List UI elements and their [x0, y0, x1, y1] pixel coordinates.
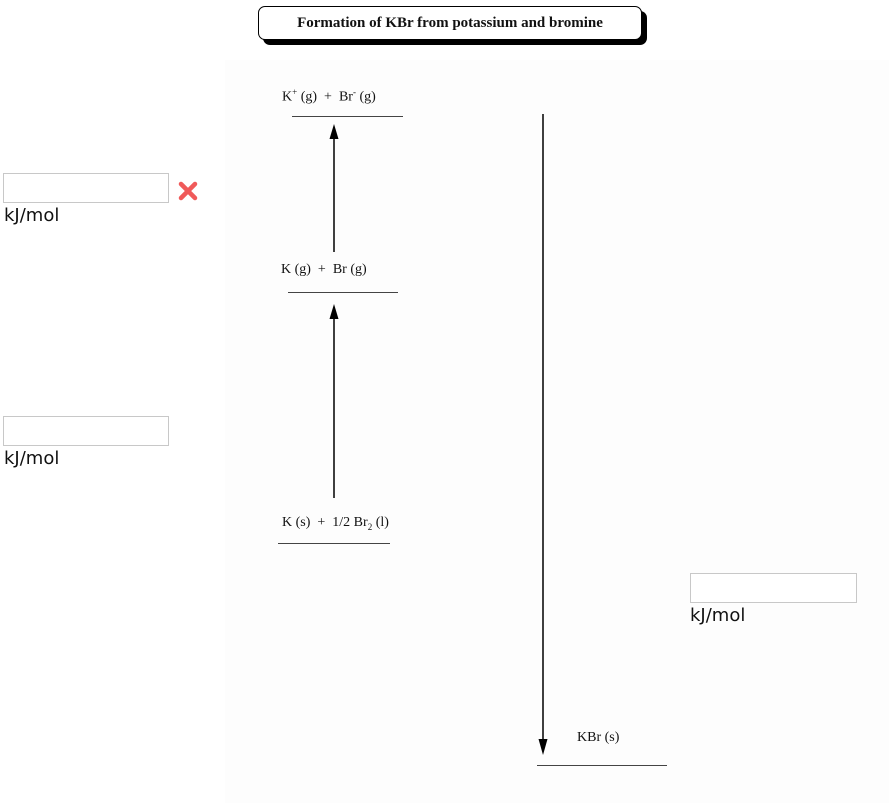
diagram-panel [225, 60, 889, 803]
arrow-ionization [329, 124, 339, 252]
level-line-product [537, 765, 667, 766]
arrow-lattice-formation [538, 114, 548, 755]
arrow-atomization [329, 304, 339, 498]
diagram-title: Formation of KBr from potassium and brom… [258, 6, 642, 40]
level-label-gas-atoms: K (g) + Br (g) [281, 262, 367, 277]
unit-label-1: kJ/mol [4, 205, 60, 226]
level-line-ions [292, 116, 403, 117]
unit-label-3: kJ/mol [690, 605, 746, 626]
unit-label-2: kJ/mol [4, 448, 60, 469]
x-mark-icon [178, 181, 198, 201]
level-label-product: KBr (s) [577, 730, 620, 745]
energy-input-1[interactable] [3, 173, 169, 203]
energy-input-2[interactable] [3, 416, 169, 446]
level-label-ions: K+ (g) + Br- (g) [282, 87, 376, 105]
level-line-elements [278, 543, 390, 544]
level-line-gas-atoms [288, 292, 398, 293]
level-label-elements: K (s) + 1/2 Br2 (l) [282, 515, 389, 532]
energy-input-3[interactable] [690, 573, 857, 603]
